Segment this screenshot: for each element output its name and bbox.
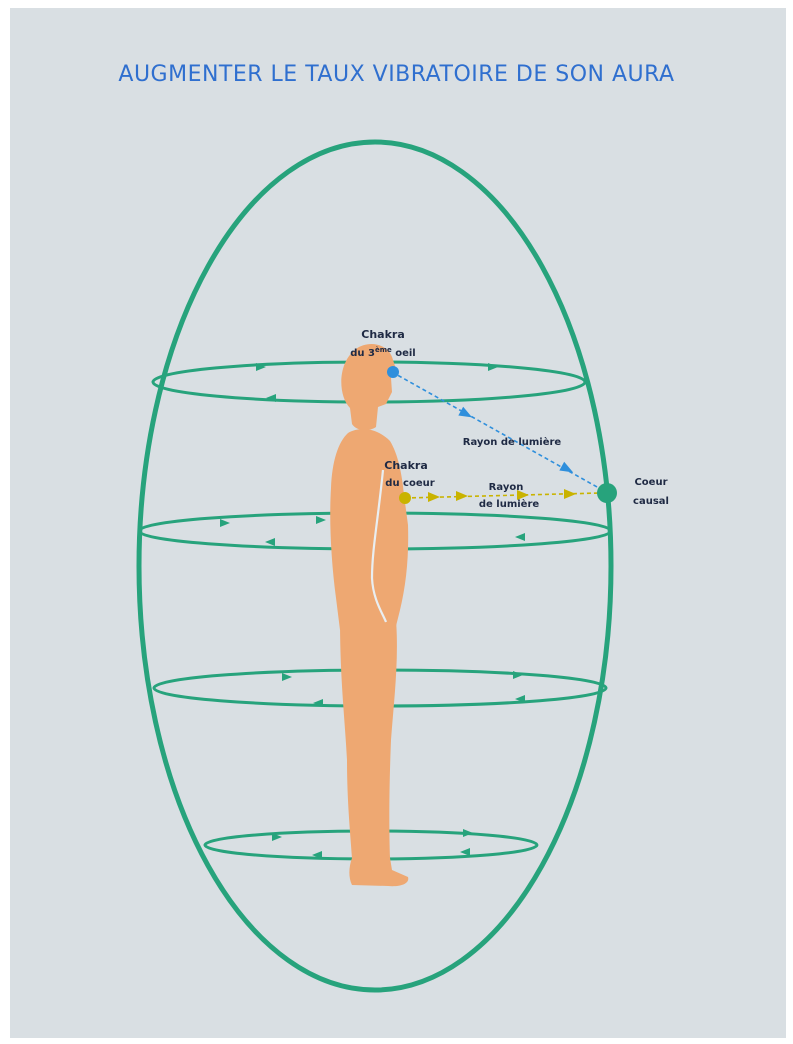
light-ray-label-1: Rayon de lumière [463, 436, 562, 448]
causal-heart-label-line1: Coeur [634, 477, 667, 488]
ring-arrow [220, 519, 230, 527]
causal-heart-dot [597, 483, 617, 503]
ring-arrow [463, 829, 473, 837]
causal-heart-label-line2: causal [633, 496, 669, 507]
ring-arrow [460, 848, 470, 856]
light-ray-label-2-line1: Rayon [489, 482, 524, 493]
ring-arrow [316, 516, 326, 524]
ray-arrow [458, 407, 474, 422]
human-silhouette [330, 344, 408, 886]
third-eye-chakra-dot [387, 366, 399, 378]
heart-chakra-label-line1: Chakra [384, 459, 428, 472]
light-ray-label-2-line2: de lumière [479, 498, 540, 510]
third-eye-label-superscript: ème [375, 346, 392, 354]
third-eye-ray-line [392, 372, 606, 492]
ring-arrow [265, 538, 275, 546]
ray-arrow [456, 491, 468, 501]
ray-arrow [428, 492, 440, 502]
third-eye-label-du3: du 3 [350, 348, 375, 359]
third-eye-label-line1: Chakra [361, 328, 405, 341]
ring-arrow [515, 533, 525, 541]
third-eye-label-oeil: oeil [392, 348, 416, 359]
ring-arrow [513, 671, 523, 679]
ray-arrow [559, 462, 575, 477]
ray-arrow [564, 489, 576, 499]
heart-chakra-dot [399, 492, 411, 504]
heart-chakra-label-line2: du coeur [385, 478, 434, 489]
ring-arrow [282, 673, 292, 681]
